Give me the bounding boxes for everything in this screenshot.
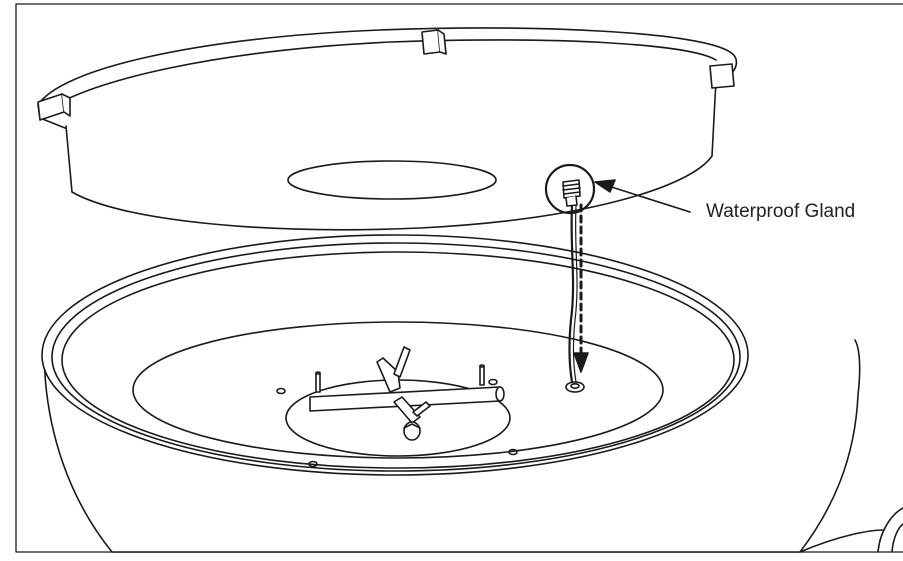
lid-center-hole [287,160,497,200]
bowl-rim-line-2 [61,251,735,469]
gas-hose [568,204,575,384]
insertion-arrowhead [573,352,589,373]
lid-tab [421,29,441,55]
gland-highlight-circle [544,163,596,215]
fire-bowl [41,234,861,553]
lid-side [65,79,717,231]
screw-hole [488,378,498,386]
bowl-rim-line-1 [51,242,741,472]
screw-hole [276,387,286,395]
waterproof-gland-group [544,163,691,384]
bowl-lid [37,27,738,231]
gas-line-hole [565,381,585,393]
burner-assembly [309,346,505,441]
screw-hole [508,448,518,456]
callout-arrowhead [594,179,616,193]
waterproof-gland-label: Waterproof Gland [706,201,856,222]
callout-leader [601,183,691,213]
screw-hole [308,460,318,468]
partial-accessory [799,507,903,553]
lid-tab [709,63,735,89]
